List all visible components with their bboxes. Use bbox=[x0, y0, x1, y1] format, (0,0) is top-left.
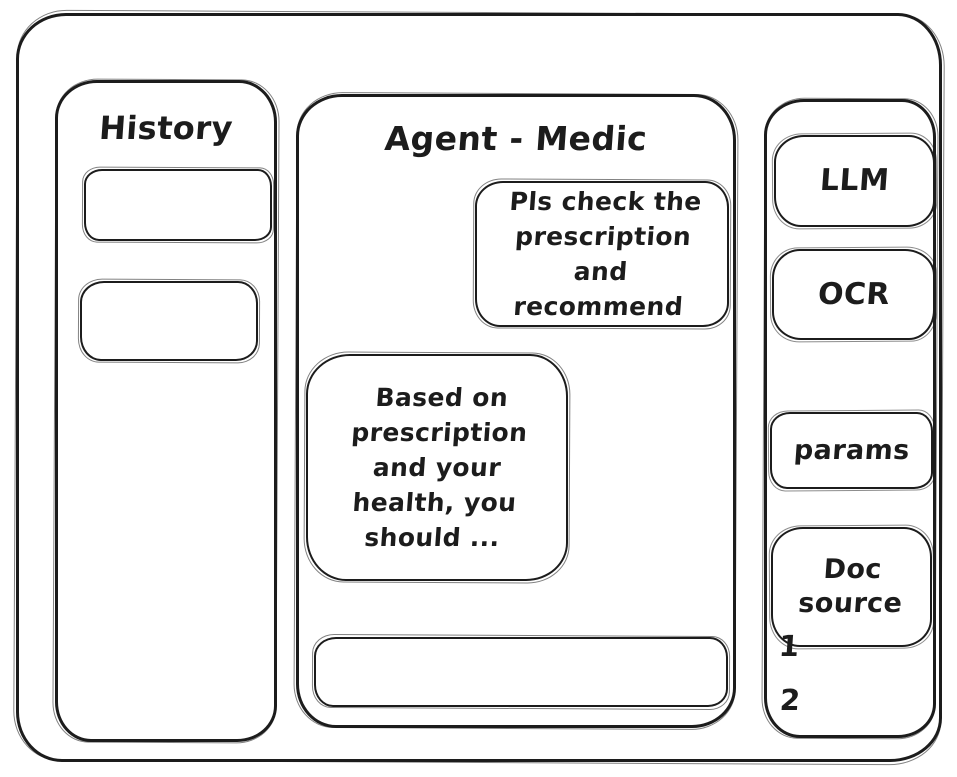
tools-panel: LLM OCR params Doc source 1 2 bbox=[764, 99, 936, 738]
params-button[interactable]: params bbox=[770, 412, 933, 489]
params-button-label: params bbox=[792, 434, 911, 466]
user-message-text: Pls check the prescription and recommend bbox=[508, 187, 712, 321]
ocr-button-label: OCR bbox=[816, 276, 891, 312]
chat-input[interactable] bbox=[316, 639, 726, 705]
chat-panel: Agent - Medic Pls check the prescription… bbox=[296, 94, 736, 728]
history-title: History bbox=[97, 109, 235, 147]
chat-title: Agent - Medic bbox=[383, 119, 649, 158]
app-frame: History Agent - Medic Pls check the pres… bbox=[16, 13, 942, 762]
chat-input-bar bbox=[314, 637, 728, 707]
assistant-message-bubble: Based on prescription and your health, y… bbox=[306, 354, 568, 581]
llm-button[interactable]: LLM bbox=[774, 135, 935, 227]
doc-source-button[interactable]: Doc source bbox=[771, 527, 932, 647]
doc-source-button-label: Doc source bbox=[797, 554, 904, 619]
ocr-button[interactable]: OCR bbox=[772, 249, 935, 340]
assistant-message-text: Based on prescription and your health, y… bbox=[350, 383, 538, 552]
doc-source-item-2[interactable]: 2 bbox=[778, 683, 802, 717]
history-panel: History bbox=[55, 80, 277, 742]
llm-button-label: LLM bbox=[818, 163, 891, 199]
user-message-bubble: Pls check the prescription and recommend bbox=[475, 181, 729, 327]
history-item-1[interactable] bbox=[84, 169, 272, 241]
doc-source-item-1[interactable]: 1 bbox=[777, 629, 801, 663]
history-item-2[interactable] bbox=[80, 281, 258, 361]
